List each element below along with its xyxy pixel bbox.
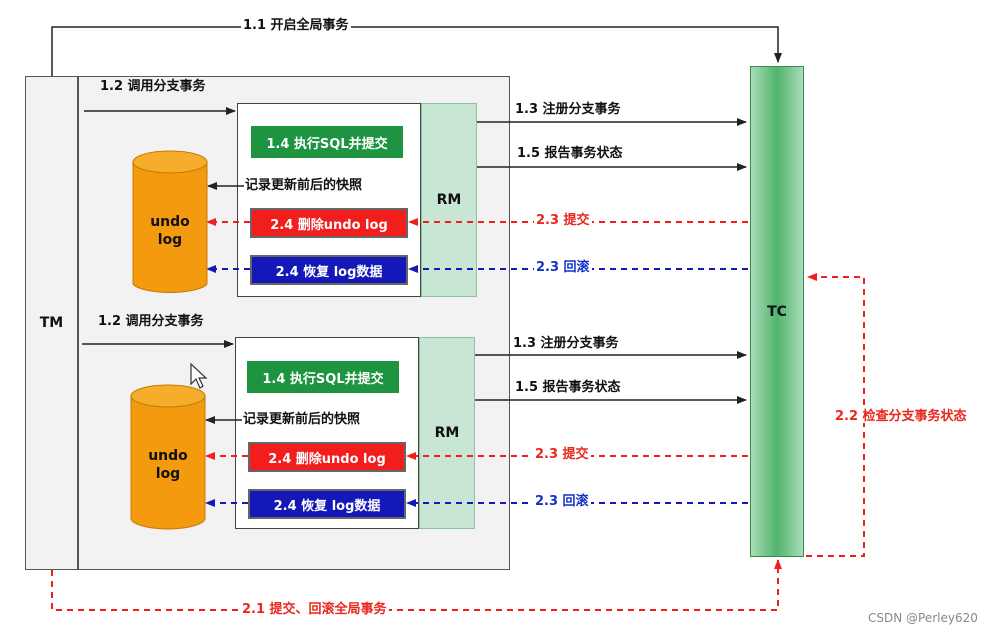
- report-status-2-label: 1.5 报告事务状态: [515, 380, 621, 395]
- call-branch-1-label: 1.2 调用分支事务: [100, 79, 206, 94]
- log-2-word: log: [155, 465, 181, 482]
- delete-undo-log-2-box: 2.4 删除undo log: [248, 442, 406, 472]
- call-branch-2-label: 1.2 调用分支事务: [98, 314, 204, 329]
- rm-2-label: RM: [434, 425, 460, 441]
- rollback-branch-1-label: 2.3 回滚: [534, 260, 592, 275]
- begin-global-label: 1.1 开启全局事务: [241, 18, 351, 33]
- undo-log-2-label: undo log: [131, 448, 205, 483]
- mouse-cursor-icon: [190, 362, 208, 389]
- restore-log-1-box: 2.4 恢复 log数据: [250, 255, 408, 285]
- delete-undo-log-1-box: 2.4 删除undo log: [250, 208, 408, 238]
- rm-1-label: RM: [436, 192, 462, 208]
- rollback-branch-2-label: 2.3 回滚: [533, 494, 591, 509]
- report-status-1-label: 1.5 报告事务状态: [517, 146, 623, 161]
- commit-branch-1-label: 2.3 提交: [534, 213, 592, 228]
- tm-label: TM: [39, 315, 64, 331]
- watermark: CSDN @Perley620: [868, 611, 978, 625]
- snapshot-2-label: 记录更新前后的快照: [243, 412, 361, 427]
- restore-log-2-box: 2.4 恢复 log数据: [248, 489, 406, 519]
- snapshot-1-label: 记录更新前后的快照: [245, 178, 363, 193]
- tm-box: TM: [25, 76, 78, 570]
- rm-2-box: RM: [419, 337, 475, 529]
- undo-log-1-label: undo log: [133, 214, 207, 249]
- commit-rollback-global-label: 2.1 提交、回滚全局事务: [240, 602, 389, 617]
- check-status-label: 2.2 检查分支事务状态: [833, 409, 969, 424]
- rm-1-box: RM: [421, 103, 477, 297]
- commit-branch-2-label: 2.3 提交: [533, 447, 591, 462]
- tc-label: TC: [767, 303, 787, 320]
- log-1-word: log: [157, 231, 183, 248]
- undo-log-1-cylinder: [132, 150, 208, 293]
- execute-sql-1-box: 1.4 执行SQL并提交: [251, 126, 403, 158]
- register-branch-2-label: 1.3 注册分支事务: [513, 336, 619, 351]
- undo-log-2-cylinder: [130, 384, 206, 530]
- tc-box: TC: [750, 66, 804, 557]
- execute-sql-2-box: 1.4 执行SQL并提交: [247, 361, 399, 393]
- undo-2-word: undo: [148, 448, 188, 464]
- undo-1-word: undo: [150, 214, 190, 230]
- register-branch-1-label: 1.3 注册分支事务: [515, 102, 621, 117]
